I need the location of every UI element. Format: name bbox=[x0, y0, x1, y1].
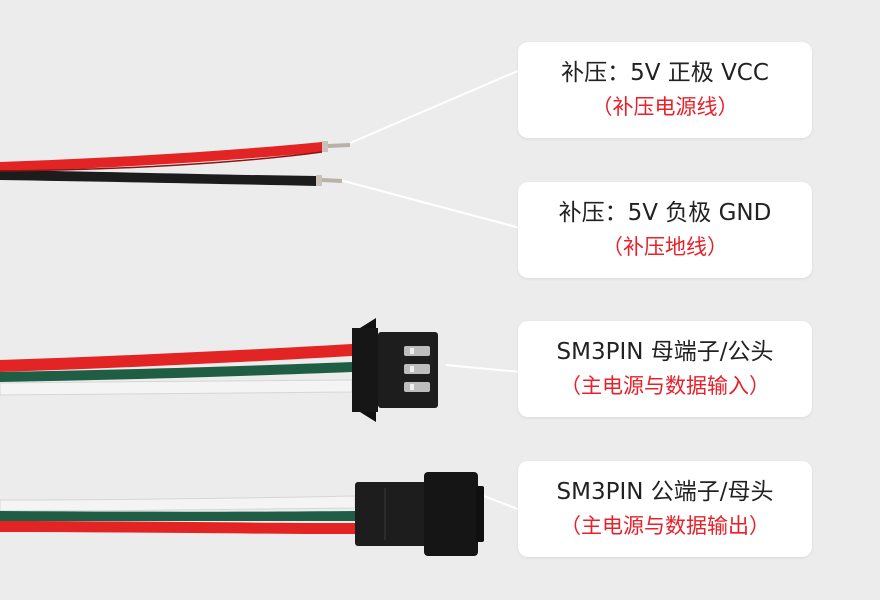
callout-male-connector-title: SM3PIN 公端子/母头 bbox=[556, 479, 774, 505]
callout-gnd-title: 补压：5V 负极 GND bbox=[558, 200, 772, 226]
callout-gnd-subtitle: （补压地线） bbox=[602, 235, 728, 259]
callout-female-connector-subtitle: （主电源与数据输入） bbox=[560, 374, 770, 398]
callout-vcc-subtitle: （补压电源线） bbox=[591, 95, 739, 119]
sm3pin-male-connector bbox=[355, 472, 484, 556]
red-wire-exposed-strands bbox=[327, 143, 351, 148]
callout-vcc: 补压：5V 正极 VCC （补压电源线） bbox=[518, 42, 812, 138]
callout-vcc-title: 补压：5V 正极 VCC bbox=[561, 60, 769, 86]
callout-gnd: 补压：5V 负极 GND （补压地线） bbox=[518, 182, 812, 278]
callout-female-connector: SM3PIN 母端子/公头 （主电源与数据输入） bbox=[518, 321, 812, 417]
red-wire-insulation-end bbox=[322, 141, 328, 152]
callout-male-connector-subtitle: （主电源与数据输出） bbox=[560, 514, 770, 538]
sm3pin-male-cable bbox=[0, 495, 356, 534]
sm3pin-female-cable bbox=[0, 344, 353, 396]
pointer-lines bbox=[339, 69, 521, 511]
power-wire-pair bbox=[0, 141, 351, 186]
callout-male-connector: SM3PIN 公端子/母头 （主电源与数据输出） bbox=[518, 461, 812, 557]
sm3pin-female-connector bbox=[352, 318, 438, 422]
black-wire-exposed-strands bbox=[321, 178, 343, 183]
black-wire-insulation-end bbox=[316, 175, 322, 186]
callout-female-connector-title: SM3PIN 母端子/公头 bbox=[556, 339, 774, 365]
